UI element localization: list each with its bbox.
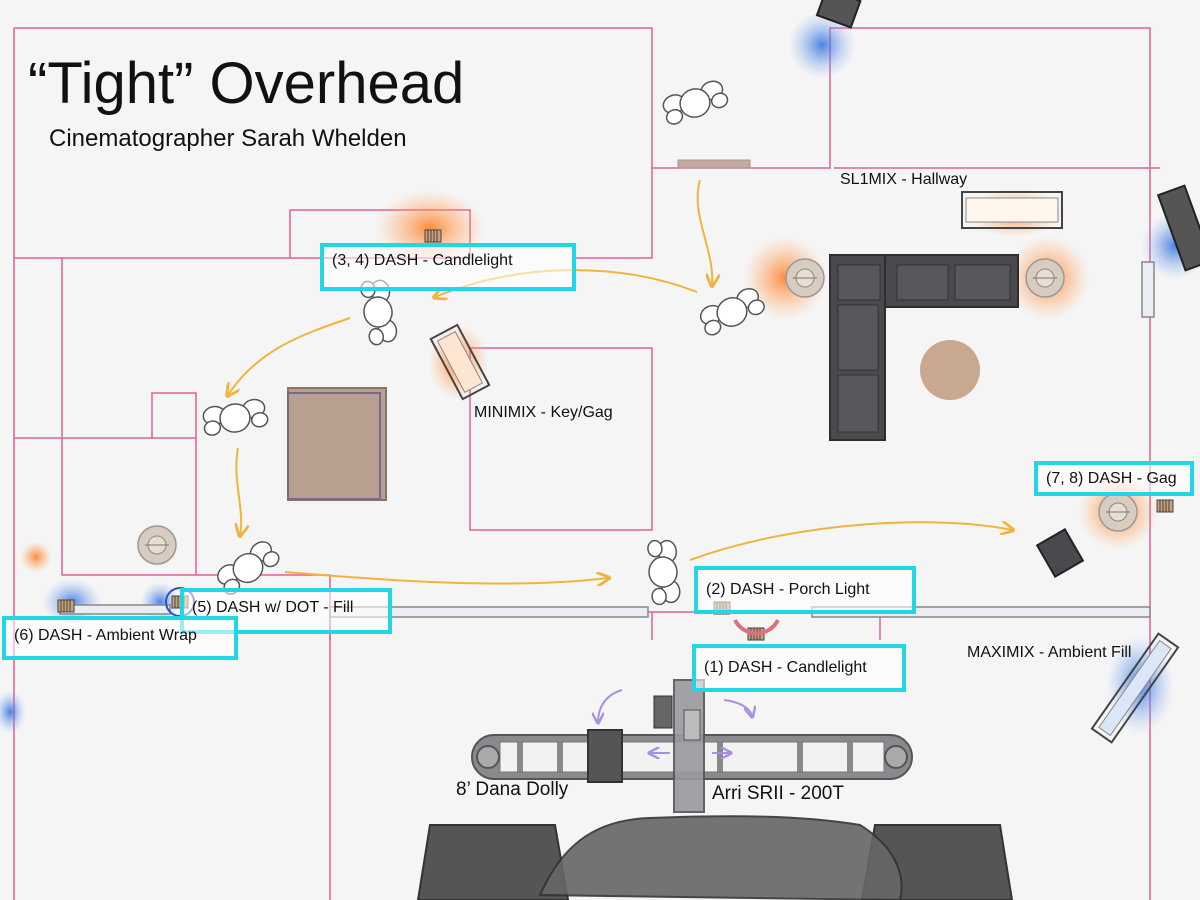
spotlight-right — [1156, 184, 1200, 272]
sofa — [829, 254, 1019, 441]
callout-candlelight-1: (1) DASH - Candlelight — [692, 644, 906, 692]
actors — [200, 77, 768, 606]
page-title: “Tight” Overhead — [28, 51, 465, 116]
label-sl1mix: SL1MIX - Hallway — [840, 171, 968, 188]
bed — [287, 387, 387, 501]
windows — [59, 261, 1155, 618]
label-camera: Arri SRII - 200T — [712, 783, 844, 804]
callout-porch-2: (2) DASH - Porch Light — [694, 566, 916, 614]
label-maximix: MAXIMIX - Ambient Fill — [967, 644, 1132, 661]
callout-gag-78: (7, 8) DASH - Gag — [1034, 461, 1194, 496]
page-subtitle: Cinematographer Sarah Whelden — [49, 125, 407, 152]
camera-body — [653, 679, 705, 813]
doorway — [677, 159, 751, 169]
coffee-table — [920, 340, 980, 400]
warm-glows — [20, 189, 1158, 573]
sl1mix-fixture — [961, 191, 1063, 229]
maximix-fixture — [1090, 632, 1180, 744]
dash-fan — [733, 619, 780, 636]
minimix-fixture — [429, 323, 491, 401]
callout-ambient-6: (6) DASH - Ambient Wrap — [2, 616, 238, 660]
spotlight-top — [815, 0, 862, 29]
label-minimix: MINIMIX - Key/Gag — [474, 404, 613, 421]
camera-arrows — [598, 689, 752, 753]
label-dolly: 8’ Dana Dolly — [456, 779, 569, 800]
actor-paths — [228, 179, 1012, 584]
callout-candlelight-34: (3, 4) DASH - Candlelight — [320, 243, 576, 291]
flags — [416, 815, 1014, 900]
side-cube — [1035, 528, 1085, 578]
